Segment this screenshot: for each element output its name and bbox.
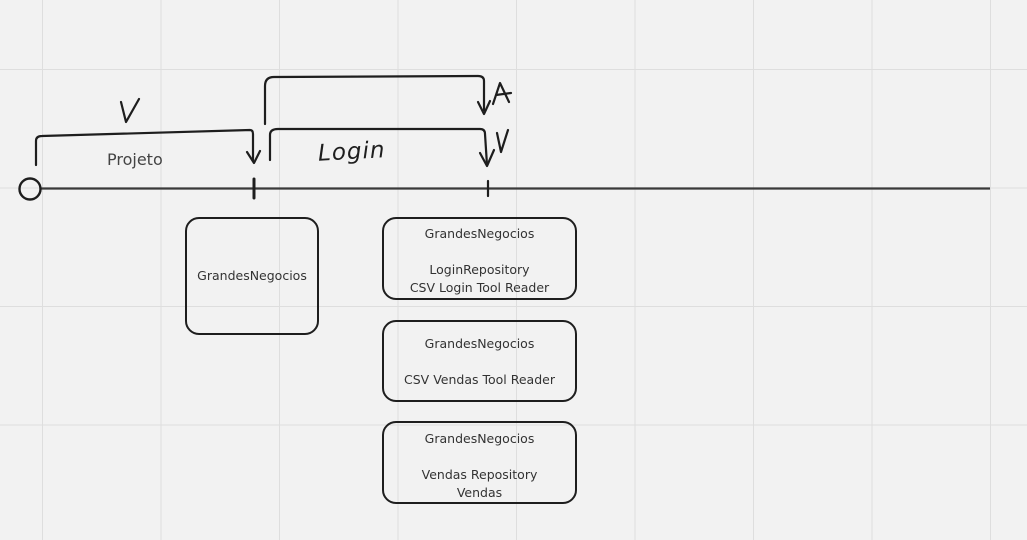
box-grandes-negocios-base[interactable]: GrandesNegocios <box>185 217 319 335</box>
box-line: CSV Login Tool Reader <box>409 280 550 295</box>
box-line: Vendas <box>456 485 503 500</box>
projeto-bracket <box>34 128 255 167</box>
box-title: GrandesNegocios <box>424 336 535 351</box>
box-vendas[interactable]: GrandesNegocios Vendas Repository Vendas <box>382 421 577 504</box>
projeto-v-mark <box>119 97 141 124</box>
arch-bracket <box>263 74 486 126</box>
box-title: GrandesNegocios <box>197 268 307 283</box>
login-v-mark <box>495 128 510 154</box>
login-bracket-arrowhead <box>478 148 496 168</box>
box-line: LoginRepository <box>429 262 530 277</box>
arch-a-mark <box>491 81 513 106</box>
timeline-start-node <box>18 177 42 201</box>
box-title: GrandesNegocios <box>424 226 535 241</box>
box-line: Vendas Repository <box>421 467 538 482</box>
box-line: CSV Vendas Tool Reader <box>404 372 555 387</box>
segment-label-projeto: Projeto <box>107 150 163 169</box>
segment-label-login: Login <box>317 137 387 167</box>
box-csv-vendas[interactable]: GrandesNegocios CSV Vendas Tool Reader <box>382 320 577 402</box>
arch-bracket-arrowhead <box>476 99 492 116</box>
box-title: GrandesNegocios <box>424 431 535 446</box>
login-bracket <box>268 127 489 167</box>
projeto-bracket-arrowhead <box>245 149 262 165</box>
box-login-version[interactable]: GrandesNegocios LoginRepository CSV Logi… <box>382 217 577 300</box>
